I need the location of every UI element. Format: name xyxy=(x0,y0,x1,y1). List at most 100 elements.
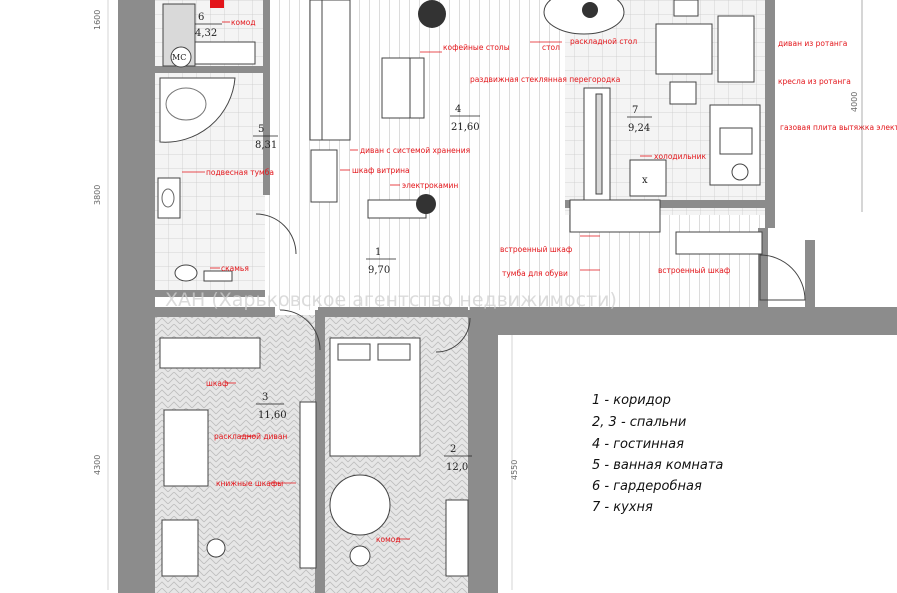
label-komod-bottom: комод xyxy=(376,535,401,544)
wall-kitchen-bottom xyxy=(565,200,765,208)
room-4-number: 4 xyxy=(455,104,461,115)
label-shkaf-vitrina: шкаф витрина xyxy=(352,166,410,175)
table-centerpiece xyxy=(582,2,598,18)
pillow-1 xyxy=(337,343,371,361)
bedroom2-komod xyxy=(445,499,469,577)
room-2-number: 2 xyxy=(450,444,456,455)
toilet xyxy=(174,264,198,282)
legend-item: 4 - гостинная xyxy=(592,437,684,452)
plant-top xyxy=(418,0,446,28)
builtin-wardrobe-entry xyxy=(675,231,763,255)
dim-4300: 4300 xyxy=(93,455,102,475)
chair-top xyxy=(673,0,699,17)
bed2-door-swing xyxy=(435,317,471,353)
kitchen-table xyxy=(655,23,713,75)
label-gaz: газовая плита вытяжка электро. духовойшк… xyxy=(780,123,897,132)
washbasin xyxy=(161,188,175,208)
label-raskl-stol: раскладной стол xyxy=(570,37,637,46)
wall-hall-right xyxy=(758,228,768,310)
legend-item: 1 - коридор xyxy=(592,393,671,408)
bench xyxy=(203,270,233,282)
wall-top-wardrobe xyxy=(155,66,265,73)
bath-door-swing xyxy=(255,213,297,255)
wall-left-top xyxy=(118,0,130,100)
pillow-2 xyxy=(377,343,411,361)
bookcases xyxy=(299,401,317,569)
room-7-area: 9,24 xyxy=(628,123,650,134)
entry-door-swing xyxy=(759,254,806,301)
watermark: ХАН (Харьковское агентство недвижимости) xyxy=(165,289,617,311)
room-7-number: 7 xyxy=(632,105,638,116)
room-5-number: 5 xyxy=(258,124,264,135)
dim-3800: 3800 xyxy=(93,185,102,205)
room-3-number: 3 xyxy=(262,392,268,403)
dim-4000: 4000 xyxy=(850,92,859,112)
label-vstr-shkaf-1: встроенный шкаф xyxy=(500,245,572,254)
gas-stove xyxy=(719,127,753,155)
label-divan-hran: диван с системой хранения xyxy=(360,146,470,155)
rattan-sofa xyxy=(717,15,755,83)
bed3-door-swing xyxy=(279,309,321,351)
coffee-table-2 xyxy=(409,57,425,119)
wardrobe-komod xyxy=(194,41,256,65)
label-skamya: скамья xyxy=(221,264,249,273)
label-kofe-1: кофейные столы xyxy=(443,43,510,52)
rattan-chair xyxy=(669,81,697,105)
wall-right-wing xyxy=(470,307,897,335)
room-1-area: 9,70 xyxy=(368,265,390,276)
wall-bath-bottom xyxy=(155,290,265,297)
bathtub-bowl xyxy=(165,87,207,121)
label-stol: стол xyxy=(542,43,560,52)
bedroom3-wardrobe xyxy=(159,337,261,369)
label-podves-tumba: подвесная тумба xyxy=(206,168,274,177)
legend-item: 5 - ванная комната xyxy=(592,458,723,473)
legend-item: 2, 3 - спальни xyxy=(592,415,686,430)
label-peregorodka: раздвижная стеклянная перегородка xyxy=(470,75,620,84)
desk-chair xyxy=(206,538,226,558)
fridge-mark: х xyxy=(642,175,648,186)
label-komod-top: комод xyxy=(231,18,256,27)
label-kresla-rot: кресла из ротанга xyxy=(778,77,851,86)
legend-item: 7 - кухня xyxy=(592,500,653,515)
label-holodilnik: холодильник xyxy=(654,152,706,161)
wall-between-bedrooms xyxy=(315,310,325,593)
legend-item: 6 - гардеробная xyxy=(592,479,702,494)
washing-machine xyxy=(170,46,192,68)
sofa-back xyxy=(309,0,323,141)
room-4-area: 21,60 xyxy=(451,122,480,133)
display-cabinet xyxy=(310,149,338,203)
kitchen-sink xyxy=(731,163,749,181)
glass-partition-inner xyxy=(595,93,603,195)
round-table xyxy=(329,474,391,536)
coffee-table-1 xyxy=(381,57,411,119)
ms-label: МС xyxy=(172,53,186,62)
wall-bath-right xyxy=(263,0,270,195)
dining-table xyxy=(543,0,625,35)
wall-right-outer xyxy=(765,0,775,228)
room-2-area: 12,0 xyxy=(446,462,468,473)
label-tumba-obuv: тумба для обуви xyxy=(502,269,568,278)
label-knizh: книжные шкафы xyxy=(216,479,283,488)
label-divan-rot: диван из ротанга xyxy=(778,39,847,48)
plant-fireplace xyxy=(416,194,436,214)
label-elektrokamin: электрокамин xyxy=(402,181,458,190)
dim-1600: 1600 xyxy=(93,10,102,30)
legend: 1 - коридор 2, 3 - спальни 4 - гостинная… xyxy=(592,393,723,515)
wall-mid-horizontal-left xyxy=(155,307,275,317)
builtin-wardrobe-hall xyxy=(569,199,661,233)
wall-entry-end xyxy=(805,240,815,308)
label-vstr-shkaf-2: встроенный шкаф xyxy=(658,266,730,275)
label-shkaf: шкаф xyxy=(206,379,228,388)
fold-out-sofa xyxy=(163,409,209,487)
room-6-number: 6 xyxy=(198,12,204,23)
wall-mid-horizontal-center xyxy=(318,307,468,317)
desk xyxy=(161,519,199,577)
wall-bed2-right xyxy=(468,310,498,593)
dim-4550: 4550 xyxy=(510,460,519,480)
label-raskl-divan: раскладной диван xyxy=(214,432,287,441)
room-5-area: 8,31 xyxy=(255,140,277,151)
room-6-area: 4,32 xyxy=(195,28,217,39)
bedroom2-chair xyxy=(349,545,371,567)
room-1-number: 1 xyxy=(375,247,381,258)
